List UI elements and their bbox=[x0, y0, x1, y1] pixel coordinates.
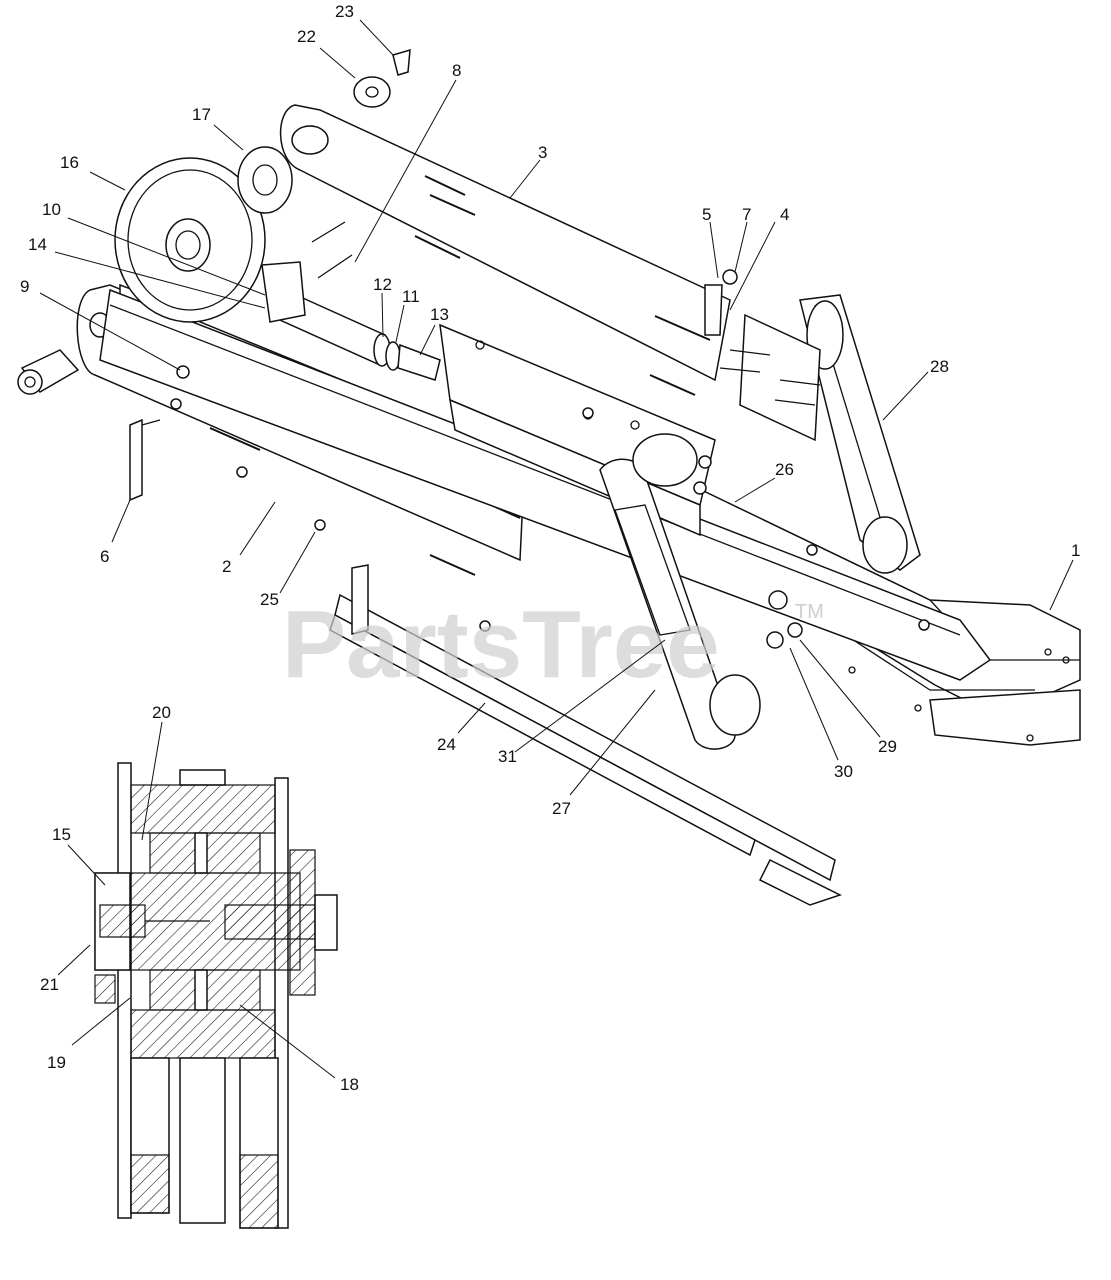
swing-arm bbox=[599, 433, 761, 750]
callout-3: 3 bbox=[538, 143, 547, 162]
callout-18: 18 bbox=[340, 1075, 359, 1094]
callout-2: 2 bbox=[222, 557, 231, 576]
long-bolts bbox=[311, 221, 353, 279]
callout-20: 20 bbox=[152, 703, 171, 722]
adjuster-bar bbox=[129, 418, 161, 502]
callout-19: 19 bbox=[47, 1053, 66, 1072]
callout-labels: 1 2 3 4 5 6 7 8 9 10 11 12 13 14 15 16 1… bbox=[20, 2, 1080, 1094]
callout-12: 12 bbox=[373, 275, 392, 294]
adjuster-bracket bbox=[704, 269, 738, 336]
callout-26: 26 bbox=[775, 460, 794, 479]
callout-22: 22 bbox=[297, 27, 316, 46]
upper-side-plate bbox=[279, 104, 731, 396]
callout-27: 27 bbox=[552, 799, 571, 818]
callout-8: 8 bbox=[452, 61, 461, 80]
callout-1: 1 bbox=[1071, 541, 1080, 560]
bearing-cross-section bbox=[94, 762, 338, 1229]
callout-24: 24 bbox=[437, 735, 456, 754]
exploded-assembly bbox=[17, 48, 1081, 906]
top-cap-and-bolt bbox=[353, 48, 411, 108]
callout-17: 17 bbox=[192, 105, 211, 124]
callout-28: 28 bbox=[930, 357, 949, 376]
bearing-block bbox=[261, 261, 306, 323]
hex-nuts bbox=[766, 590, 803, 649]
callout-29: 29 bbox=[878, 737, 897, 756]
pulley bbox=[114, 157, 266, 323]
end-cap bbox=[17, 349, 80, 395]
spacer-washer bbox=[237, 146, 293, 214]
callout-4: 4 bbox=[780, 205, 789, 224]
callout-16: 16 bbox=[60, 153, 79, 172]
callout-31: 31 bbox=[498, 747, 517, 766]
callout-10: 10 bbox=[42, 200, 61, 219]
callout-7: 7 bbox=[742, 205, 751, 224]
callout-23: 23 bbox=[335, 2, 354, 21]
rear-upright bbox=[799, 294, 921, 574]
leader-lines bbox=[39, 19, 1074, 1079]
axle-tube bbox=[279, 288, 441, 381]
callout-15: 15 bbox=[52, 825, 71, 844]
watermark-mark: TM bbox=[795, 601, 824, 623]
hardware-dots bbox=[170, 365, 930, 632]
callout-13: 13 bbox=[430, 305, 449, 324]
callout-21: 21 bbox=[40, 975, 59, 994]
watermark: PartsTree TM bbox=[282, 591, 824, 698]
mounting-plate bbox=[719, 313, 821, 442]
watermark-text: PartsTree bbox=[282, 591, 720, 698]
callout-6: 6 bbox=[100, 547, 109, 566]
callout-11: 11 bbox=[402, 287, 420, 306]
guide-rail bbox=[329, 564, 842, 906]
callout-30: 30 bbox=[834, 762, 853, 781]
callout-14: 14 bbox=[28, 235, 47, 254]
callout-25: 25 bbox=[260, 590, 279, 609]
callout-9: 9 bbox=[20, 277, 29, 296]
center-beam bbox=[99, 288, 992, 681]
callout-5: 5 bbox=[702, 205, 711, 224]
